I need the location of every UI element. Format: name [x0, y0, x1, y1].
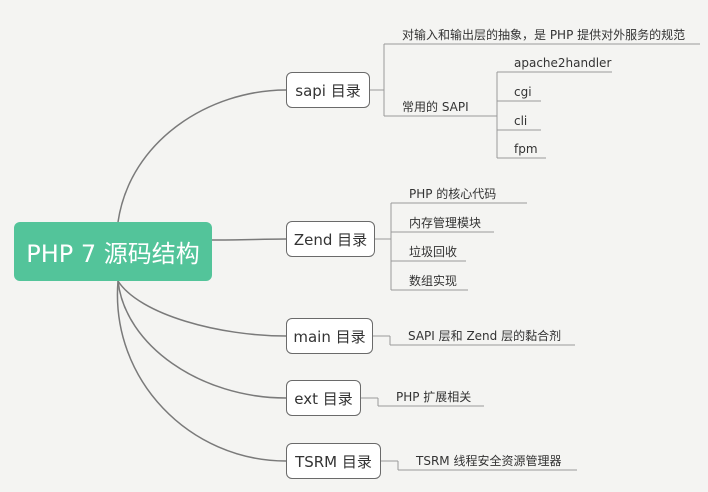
- leaf-php-extensions[interactable]: PHP 扩展相关: [396, 390, 472, 404]
- branch-sapi-label: sapi 目录: [295, 81, 361, 100]
- branch-tsrm[interactable]: TSRM 目录: [286, 443, 381, 479]
- branch-main-label: main 目录: [293, 327, 366, 346]
- branch-zend[interactable]: Zend 目录: [286, 221, 375, 257]
- link-root-ext: [117, 280, 287, 399]
- link-root-main: [117, 280, 287, 337]
- leaf-common-sapi[interactable]: 常用的 SAPI: [402, 100, 469, 114]
- link-root-zend: [211, 238, 287, 241]
- leaf-sapi-description[interactable]: 对输入和输出层的抽象，是 PHP 提供对外服务的规范: [402, 28, 686, 42]
- leaf-fpm[interactable]: fpm: [514, 142, 538, 156]
- branch-sapi[interactable]: sapi 目录: [286, 72, 370, 108]
- leaf-cgi[interactable]: cgi: [514, 85, 532, 99]
- root-label: PHP 7 源码结构: [26, 240, 200, 268]
- branch-ext[interactable]: ext 目录: [286, 380, 361, 416]
- branch-tsrm-label: TSRM 目录: [295, 452, 372, 471]
- leaf-memory-management[interactable]: 内存管理模块: [409, 216, 482, 230]
- branch-ext-label: ext 目录: [294, 389, 353, 408]
- leaf-php-core[interactable]: PHP 的核心代码: [409, 187, 497, 201]
- leaf-cli[interactable]: cli: [514, 114, 528, 128]
- leaf-sapi-zend-glue[interactable]: SAPI 层和 Zend 层的黏合剂: [408, 329, 562, 343]
- leaf-apache2handler[interactable]: apache2handler: [514, 56, 612, 70]
- branch-zend-label: Zend 目录: [293, 230, 368, 249]
- link-root-tsrm: [116, 280, 287, 462]
- branch-main[interactable]: main 目录: [286, 318, 373, 354]
- leaf-array-implementation[interactable]: 数组实现: [409, 274, 458, 288]
- link-root-sapi: [117, 89, 287, 223]
- leaf-garbage-collection[interactable]: 垃圾回收: [409, 245, 458, 259]
- leaf-tsrm-manager[interactable]: TSRM 线程安全资源管理器: [416, 454, 562, 468]
- root-node[interactable]: PHP 7 源码结构: [14, 222, 212, 281]
